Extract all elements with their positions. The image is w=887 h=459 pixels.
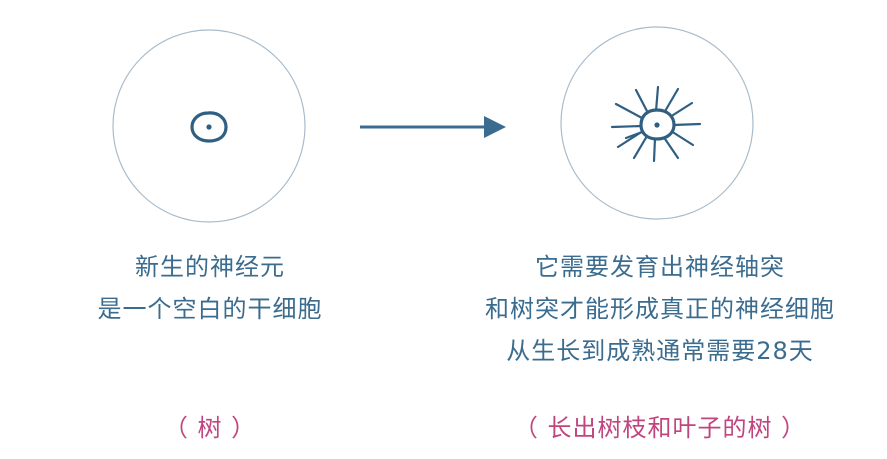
- right-caption-line-1: 它需要发育出神经轴突: [535, 253, 785, 281]
- stem-cell-nucleus: [206, 124, 212, 130]
- right-cell-circle: [560, 26, 754, 220]
- left-cell-circle: [112, 29, 306, 223]
- left-caption-line-1: 新生的神经元: [135, 253, 285, 281]
- neuron-icon: [610, 85, 702, 163]
- development-arrow: [360, 116, 506, 138]
- right-caption-line-2: 和树突才能形成真正的神经细胞: [485, 295, 835, 323]
- stem-cell-icon: [190, 111, 228, 143]
- left-caption: 新生的神经元 是一个空白的干细胞: [40, 246, 380, 330]
- right-caption: 它需要发育出神经轴突 和树突才能形成真正的神经细胞 从生长到成熟通常需要28天: [440, 246, 880, 372]
- left-caption-line-2: 是一个空白的干细胞: [97, 295, 323, 323]
- neuron-nucleus: [654, 122, 660, 128]
- right-note: （ 长出树枝和叶子的树 ）: [513, 414, 807, 442]
- right-caption-line-3: 从生长到成熟通常需要28天: [506, 337, 814, 365]
- left-note: （ 树 ）: [163, 414, 257, 442]
